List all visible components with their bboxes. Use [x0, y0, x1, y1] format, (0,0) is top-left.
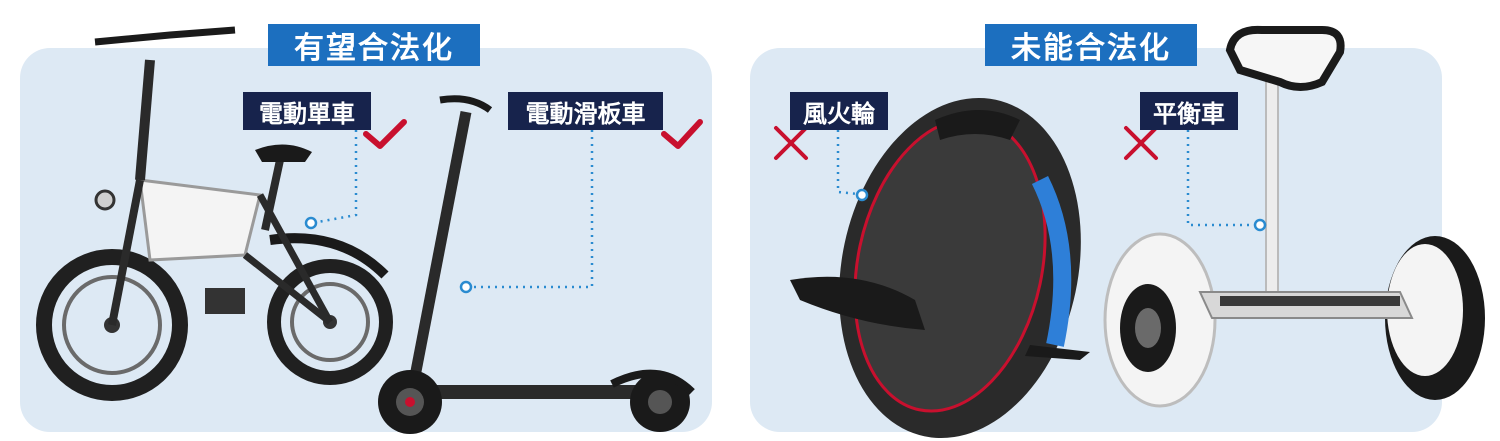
leader-lines	[317, 130, 1255, 289]
label-electric-bicycle: 電動單車	[243, 92, 371, 130]
electric-bicycle-image	[36, 26, 393, 401]
illegal-group-title: 未能合法化	[985, 24, 1197, 66]
check-icon	[661, 119, 703, 149]
legal-group-title: 有望合法化	[268, 24, 480, 66]
leader-dot	[1253, 218, 1267, 232]
label-electric-scooter: 電動滑板車	[508, 92, 663, 130]
label-self-balancing-scooter: 平衡車	[1140, 92, 1238, 130]
label-electric-unicycle: 風火輪	[790, 92, 888, 130]
electric-unicycle-image	[790, 97, 1090, 439]
check-icon	[363, 119, 407, 149]
leader-dot	[459, 280, 473, 294]
leader-dot	[304, 216, 318, 230]
leader-dot	[855, 188, 869, 202]
cross-icon	[774, 126, 808, 160]
electric-scooter-image	[378, 95, 695, 434]
cross-icon	[1124, 126, 1158, 160]
self-balancing-scooter-image	[1103, 25, 1485, 408]
